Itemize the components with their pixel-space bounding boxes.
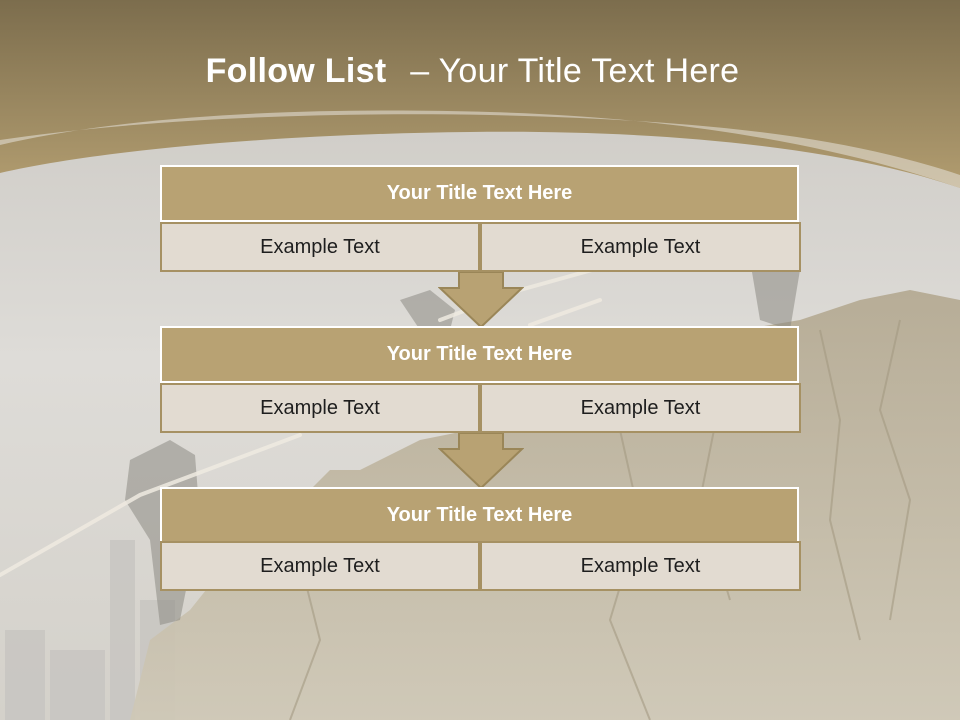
block-1-right-cell[interactable]: Example Text — [480, 222, 801, 272]
block-1-title[interactable]: Your Title Text Here — [160, 165, 799, 222]
slide-title: Follow List – Your Title Text Here — [0, 52, 945, 91]
header-swoosh — [0, 110, 960, 188]
block-1-left-cell[interactable]: Example Text — [160, 222, 480, 272]
block-3-right-cell[interactable]: Example Text — [480, 541, 801, 591]
title-dash: – — [410, 52, 430, 90]
title-bold-part: Follow List — [205, 52, 387, 90]
block-3-title[interactable]: Your Title Text Here — [160, 487, 799, 544]
block-3-left-cell[interactable]: Example Text — [160, 541, 480, 591]
title-rest: Your Title Text Here — [438, 52, 740, 90]
down-arrow-icon — [438, 433, 524, 489]
block-2-right-cell[interactable]: Example Text — [480, 383, 801, 433]
header-band — [0, 0, 960, 188]
block-2-left-cell[interactable]: Example Text — [160, 383, 480, 433]
block-2-title[interactable]: Your Title Text Here — [160, 326, 799, 383]
down-arrow-icon — [438, 272, 524, 328]
